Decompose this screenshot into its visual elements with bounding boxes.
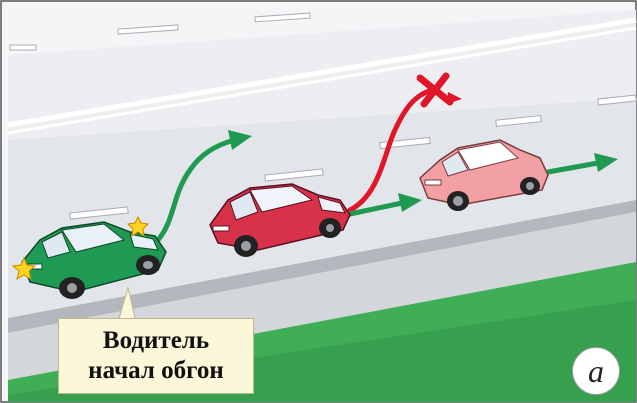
figure-letter: а (588, 353, 604, 390)
figure-letter-badge: а (572, 347, 620, 395)
caption-line-1: Водитель (103, 326, 209, 356)
caption-box: Водитель начал обгон (58, 318, 254, 394)
caption-line-2: начал обгон (88, 356, 224, 386)
